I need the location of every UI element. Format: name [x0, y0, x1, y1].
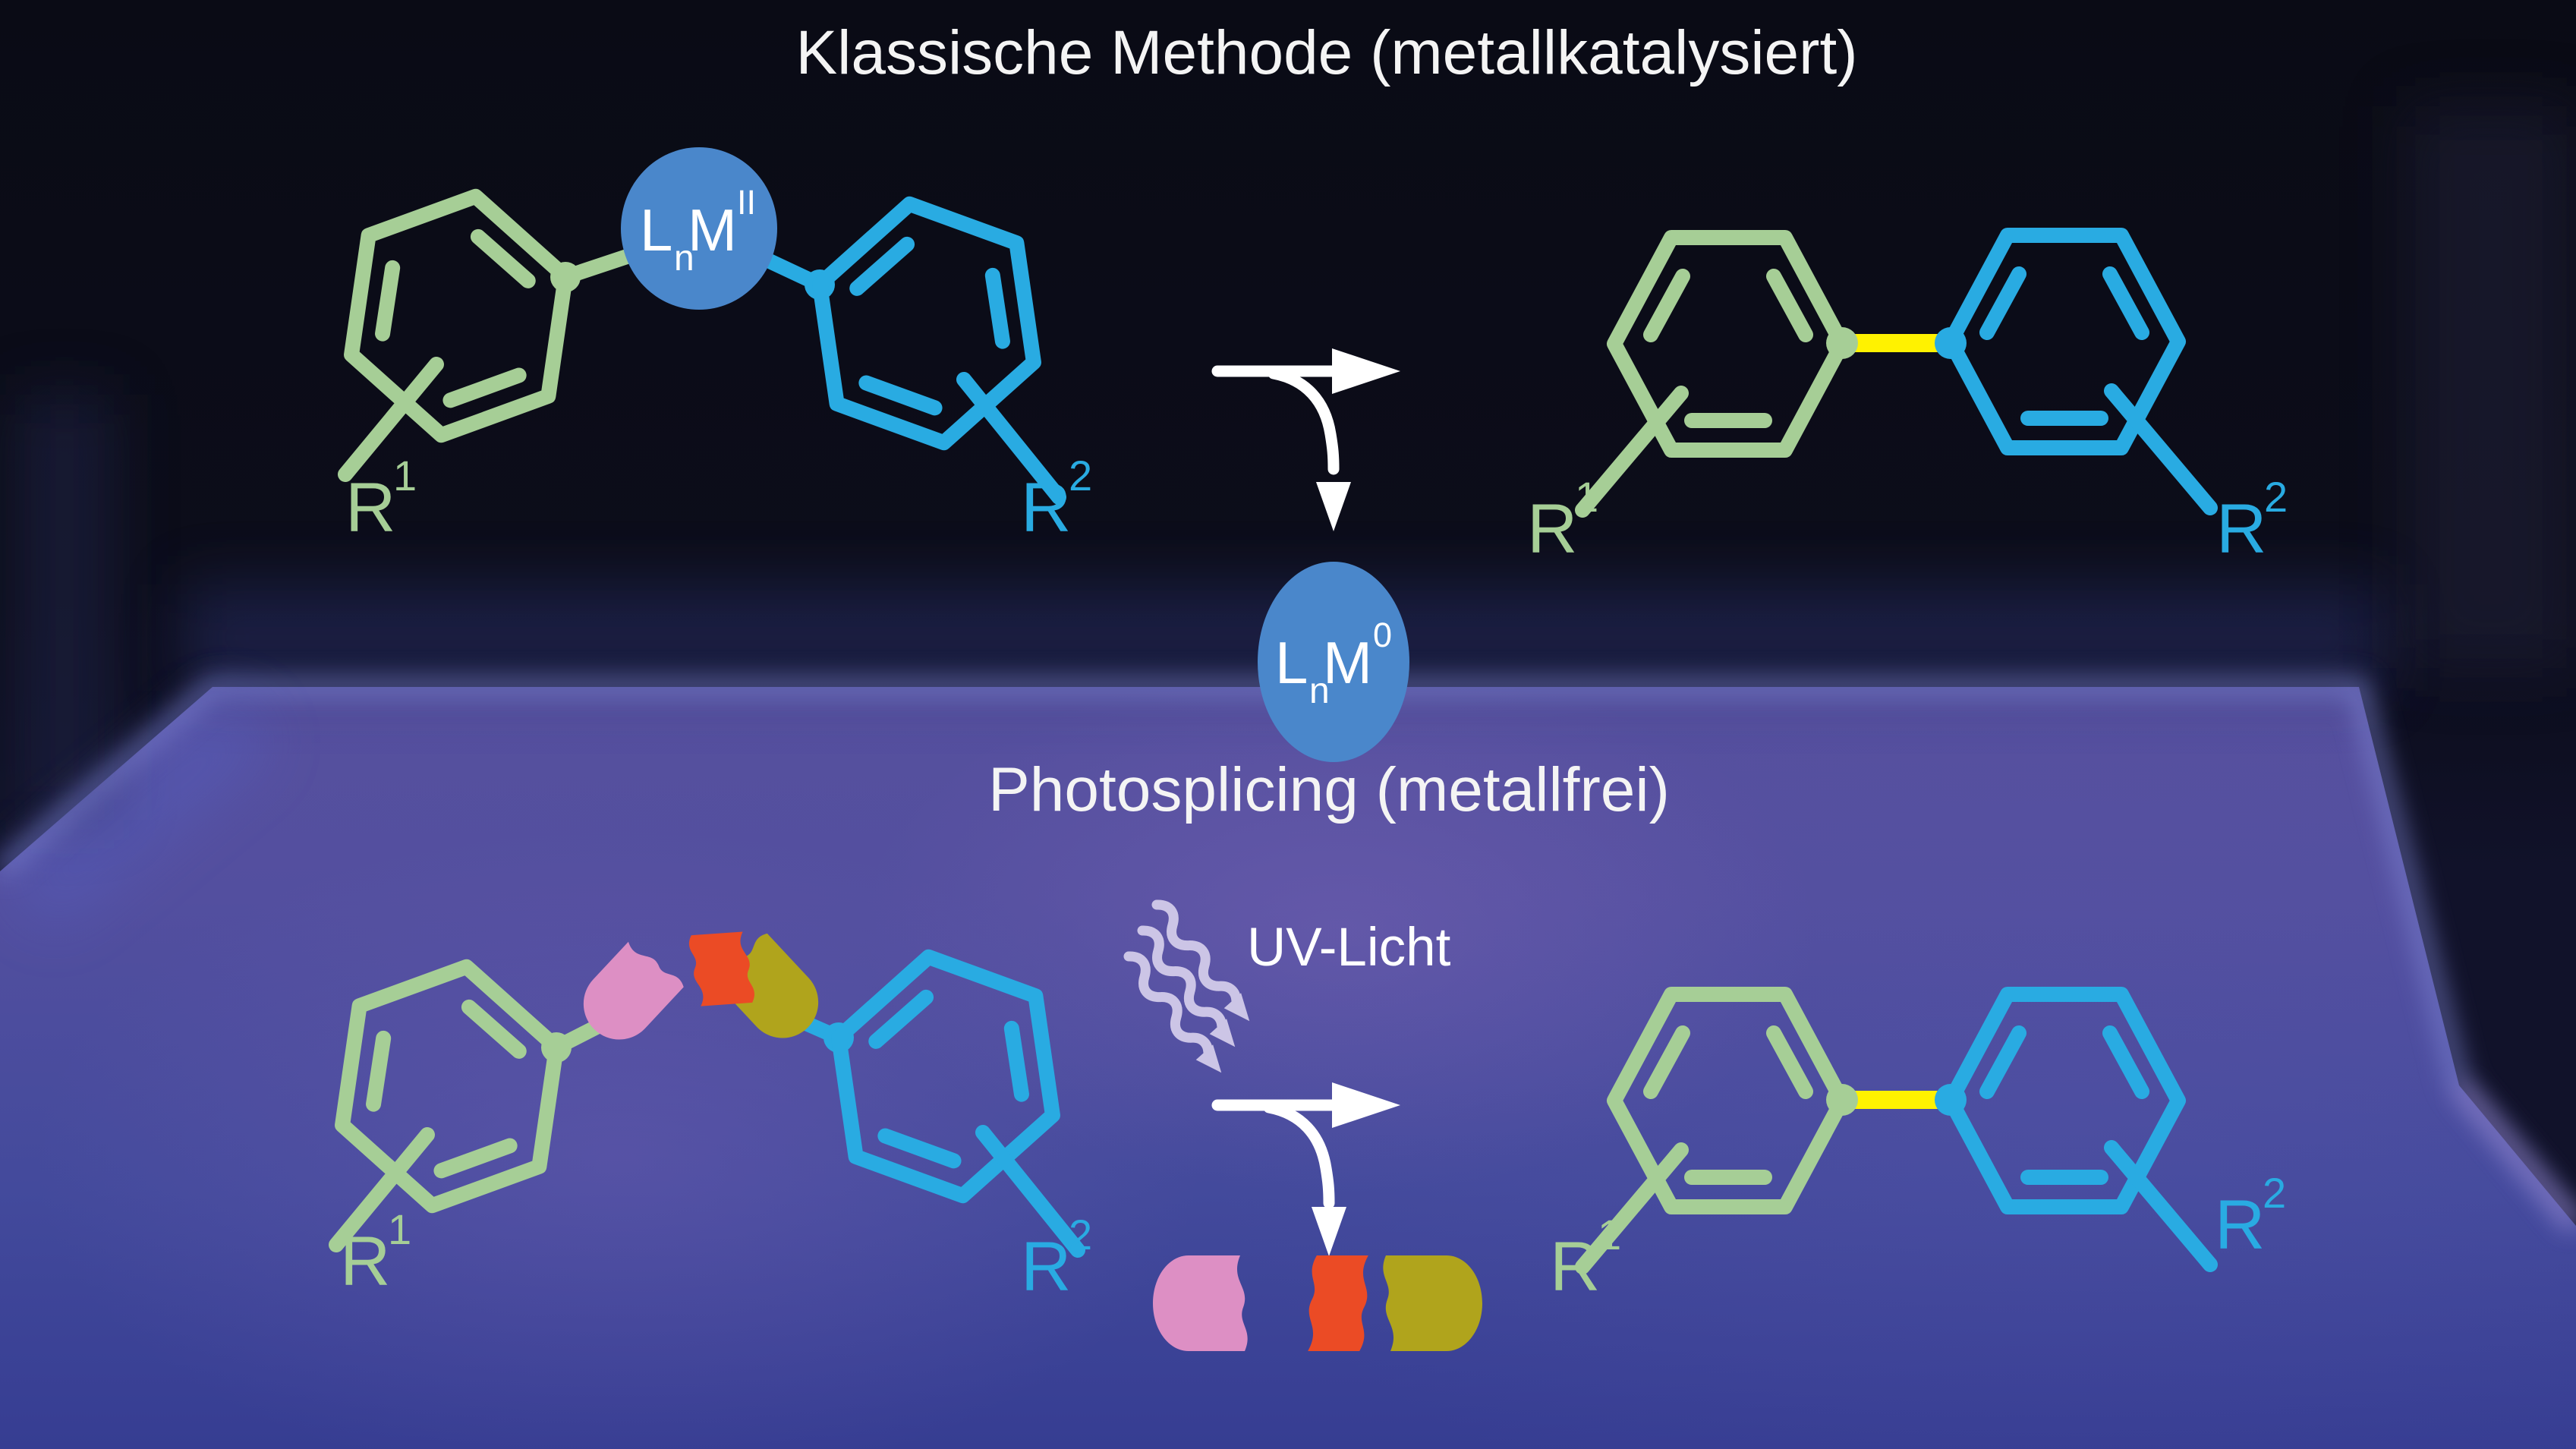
photo-arrow-head: [1332, 1082, 1400, 1128]
classic-product-blue-ring: [1951, 235, 2178, 448]
classic-title: Klassische Methode (metallkatalysiert): [795, 18, 1857, 87]
photo-r2-sup: 2: [1069, 1211, 1092, 1258]
catalyst-release-arrow-head: [1316, 482, 1351, 531]
uv-light-label: UV-Licht: [1247, 918, 1451, 978]
product-blue-knob: [1935, 327, 1967, 359]
photo-blue-aryl-ring: [802, 937, 1089, 1215]
classic-r2-label: R: [1021, 469, 1071, 547]
photo-r2-label: R: [1021, 1228, 1071, 1306]
green-attach-knob: [550, 262, 581, 292]
released-metal-symbol: M: [1323, 629, 1372, 696]
photo-blue-r2-bond: [975, 1125, 1085, 1258]
photo-r1-label: R: [340, 1223, 390, 1300]
photosplicing-title: Photosplicing (metallfrei): [988, 755, 1670, 824]
released-red-fragment: [1300, 1255, 1376, 1351]
released-metal-circle: [1258, 562, 1409, 762]
metal-oxstate-ii: II: [737, 183, 756, 222]
uv-wave-3-icon: [1123, 951, 1214, 1057]
photo-product-r2-label: R: [2215, 1186, 2265, 1264]
reaction-arrow-head: [1332, 348, 1400, 394]
photo-product-r1-label: R: [1550, 1228, 1600, 1306]
classic-reaction-arrow: [1211, 348, 1400, 531]
linker-release-curve: [1263, 1101, 1335, 1209]
product-green-knob: [1826, 327, 1858, 359]
classic-r1-label: R: [345, 469, 395, 547]
photo-product-r1-bond: [1575, 1142, 1689, 1274]
classic-product-r2-bond: [2104, 383, 2218, 515]
classic-product-r2-label: R: [2216, 490, 2266, 568]
classic-product-green-ring: [1614, 238, 1842, 450]
photo-green-attach-knob: [541, 1032, 572, 1063]
released-linker-fragments: [1153, 1255, 1482, 1351]
classic-product-r2-sup: 2: [2264, 473, 2288, 521]
classic-green-aryl-ring: [315, 177, 602, 455]
uv-wave-1-head: [1223, 993, 1250, 1022]
released-ligand-sub-n: n: [1309, 671, 1330, 711]
classic-green-r1-bond: [338, 357, 444, 482]
classic-product-r1-sup: 1: [1575, 473, 1598, 521]
scheme-classic: Klassische Methode (metallkatalysiert) R…: [315, 18, 2288, 762]
uv-wave-3-head: [1195, 1044, 1222, 1073]
classic-product-r1-bond: [1575, 386, 1689, 518]
uv-wave-1-icon: [1151, 899, 1242, 1006]
released-olive-fragment: [1383, 1255, 1482, 1351]
table-left-edge-band: [9, 696, 272, 928]
uv-wave-2-head: [1209, 1019, 1236, 1047]
table-right-edge-seam: [2454, 1081, 2576, 1230]
classic-r2-sup: 2: [1069, 452, 1092, 499]
photo-product-green-knob: [1826, 1084, 1858, 1116]
linker-release-arrow-head: [1312, 1207, 1346, 1256]
photo-product-r1-sup: 1: [1598, 1211, 1621, 1258]
photo-green-r1-bond: [329, 1127, 435, 1252]
uv-wave-arrows: [1123, 899, 1250, 1073]
photo-r1-sup: 1: [388, 1205, 411, 1253]
classic-product-r1-label: R: [1527, 490, 1577, 568]
catalyst-release-curve: [1268, 367, 1340, 475]
photo-green-aryl-ring: [306, 947, 593, 1225]
photo-product-blue-knob: [1935, 1084, 1967, 1116]
background-machine-shadow-right: [2406, 106, 2576, 668]
classic-blue-aryl-ring: [783, 184, 1070, 462]
linker-red-segment: [688, 931, 755, 1007]
background-machine-shadow-left: [15, 395, 114, 820]
released-pink-fragment: [1153, 1255, 1248, 1351]
uv-wave-2-icon: [1137, 925, 1227, 1032]
metal-ligand-sub-n: n: [674, 238, 694, 279]
released-oxstate-0: 0: [1373, 616, 1392, 654]
photo-product-r2-bond: [2104, 1140, 2218, 1272]
metal-ligand: L: [640, 197, 672, 263]
metal-symbol: M: [688, 197, 737, 263]
released-ligand: L: [1275, 629, 1308, 696]
scheme-photosplicing: Photosplicing (metallfrei) R 1 R 2: [306, 755, 2286, 1351]
photo-product-r2-sup: 2: [2263, 1169, 2286, 1217]
classic-r1-sup: 1: [393, 452, 417, 499]
photo-product-green-ring: [1614, 994, 1842, 1207]
metal-complex-circle: [621, 147, 777, 310]
classic-blue-r2-bond: [956, 372, 1066, 505]
photo-reaction-arrow: [1211, 1082, 1400, 1256]
